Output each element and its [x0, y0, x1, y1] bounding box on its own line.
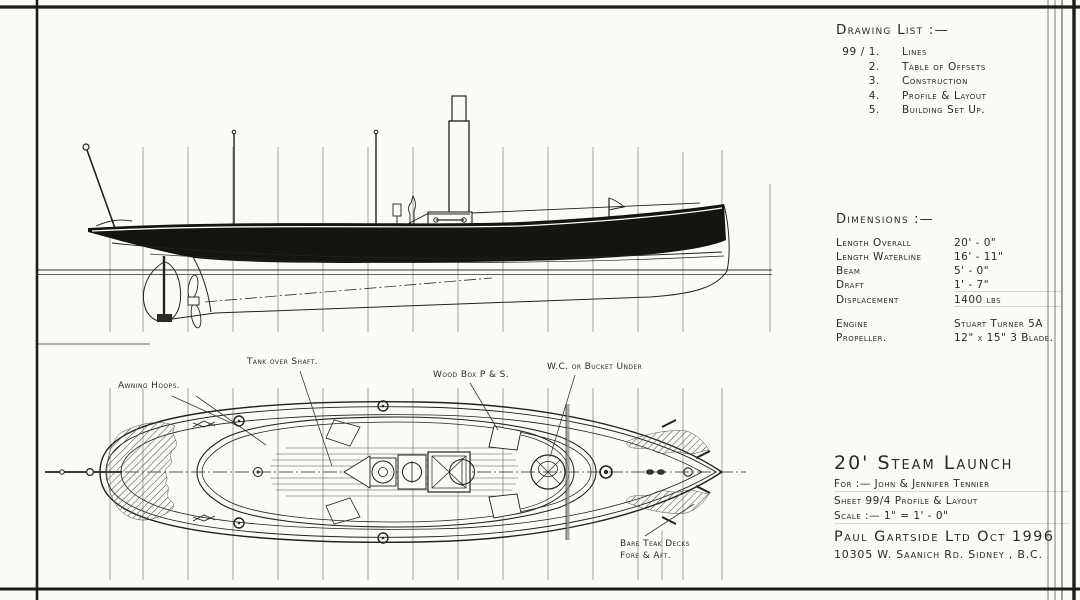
- label-teak-decks: Bare Teak Decks Fore & Aft.: [620, 538, 690, 562]
- dimension-label: Draft: [836, 279, 865, 291]
- drawing-list-item-num: 5.: [868, 104, 880, 116]
- dimension-label: Length Waterline: [836, 251, 922, 263]
- dimension-label: Beam: [836, 265, 861, 277]
- client-line: For :— John & Jennifer Tennier: [834, 478, 1069, 492]
- engine-value: Stuart Turner 5A: [954, 318, 1043, 330]
- label-tank-over-shaft: Tank over Shaft.: [247, 357, 319, 367]
- address-line: 10305 W. Saanich Rd. Sidney , B.C.: [834, 548, 1043, 561]
- dimension-row: Displacement 1400 lbs: [836, 294, 1061, 307]
- engine-label: Engine: [836, 318, 869, 330]
- dimension-label: Length Overall: [836, 237, 912, 249]
- dimensions-block: Dimensions :— Length Overall 20' - 0" Le…: [836, 212, 1061, 346]
- propeller-label: Propeller.: [836, 332, 887, 344]
- dimension-row: Beam 5' - 0": [836, 265, 1061, 277]
- drawing-list-item: 99 / 1. Lines: [836, 46, 1051, 58]
- label-teak-decks-line2: Fore & Aft.: [620, 551, 672, 561]
- drawing-list-item-label: Table of Offsets: [902, 60, 986, 73]
- label-wc-bucket: W.C. or Bucket Under: [547, 362, 643, 372]
- datum-lines: [37, 269, 772, 345]
- title-block: 20' Steam Launch For :— John & Jennifer …: [834, 452, 1069, 561]
- drawing-list-item-label: Profile & Layout: [902, 89, 987, 102]
- scale-line: Scale :— 1" = 1' - 0": [834, 510, 1069, 524]
- dimension-row: Length Waterline 16' - 11": [836, 251, 1061, 263]
- drawing-list-item-num: 3.: [868, 75, 880, 87]
- drawing-list-item: 4. Profile & Layout: [836, 90, 1051, 102]
- engine-row: Engine Stuart Turner 5A: [836, 318, 1061, 330]
- drawing-list-item: 5. Building Set Up.: [836, 104, 1051, 116]
- firm-line: Paul Gartside Ltd Oct 1996: [834, 529, 1055, 545]
- label-awning-hoops: Awning Hoops.: [118, 381, 181, 391]
- label-teak-decks-line1: Bare Teak Decks: [620, 539, 690, 549]
- drawing-list-block: Drawing List :— 99 / 1. Lines 2. Table o…: [836, 22, 1051, 119]
- profile-view: [82, 95, 730, 329]
- dimension-value: 16' - 11": [954, 251, 1004, 263]
- dimensions-heading: Dimensions :—: [836, 212, 934, 227]
- propeller-row: Propeller. 12" x 15" 3 Blade.: [836, 332, 1061, 344]
- drawing-list-item-num: 2.: [868, 60, 880, 73]
- dimension-row: Draft 1' - 7": [836, 279, 1061, 292]
- drawing-list-item: 3. Construction: [836, 75, 1051, 87]
- drawing-list-item-label: Building Set Up.: [902, 104, 986, 116]
- drawing-list-item-label: Construction: [902, 75, 968, 87]
- drawing-list-item-num: 99 / 1.: [842, 46, 880, 58]
- dimension-row: Length Overall 20' - 0": [836, 237, 1061, 249]
- sheet-number-line: Sheet 99/4 Profile & Layout: [834, 495, 978, 507]
- label-wood-box: Wood Box P & S.: [433, 370, 510, 380]
- dimension-value: 5' - 0": [954, 265, 990, 277]
- drawing-list-item-label: Lines: [902, 46, 928, 58]
- plan-view: [45, 400, 746, 544]
- annotation-leaders: [171, 370, 695, 537]
- drawing-list-item-num: 4.: [868, 89, 880, 102]
- dimension-value: 20' - 0": [954, 237, 997, 249]
- dimension-value: 1' - 7": [954, 279, 1061, 292]
- drawing-list-heading: Drawing List :—: [836, 22, 950, 38]
- dimension-label: Displacement: [836, 294, 899, 306]
- sheet-title: 20' Steam Launch: [834, 452, 1014, 474]
- drawing-list-item: 2. Table of Offsets: [836, 61, 1051, 73]
- propeller-value: 12" x 15" 3 Blade.: [954, 332, 1054, 344]
- dimension-value: 1400 lbs: [954, 294, 1061, 307]
